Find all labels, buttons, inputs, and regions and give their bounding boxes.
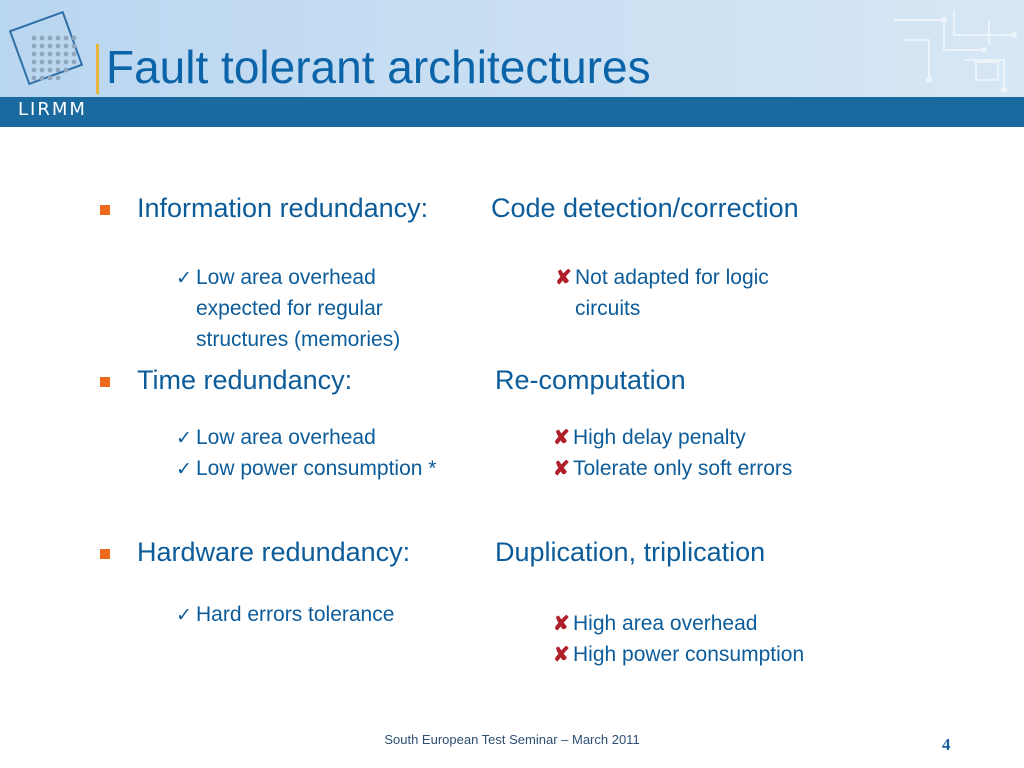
cross-icon: ✘ (553, 644, 570, 666)
section-detail: Code detection/correction (491, 193, 799, 223)
cross-icon: ✘ (553, 613, 570, 635)
square-bullet-icon (100, 549, 110, 559)
page-number: 4 (942, 735, 951, 754)
con-item: ✘High delay penalty (553, 422, 746, 454)
header-banner (0, 0, 1024, 97)
square-bullet-icon (100, 205, 110, 215)
circuit-board-decoration-icon (894, 10, 1017, 93)
cross-icon: ✘ (553, 458, 570, 480)
pro-item: ✓Low power consumption * (176, 453, 436, 485)
section-detail: Re-computation (495, 365, 686, 395)
pro-item: ✓Low area overhead (176, 422, 376, 454)
cross-icon: ✘ (555, 267, 572, 289)
title-accent-bar (96, 44, 99, 94)
pro-item: ✓Low area overhead (176, 262, 376, 294)
checkmark-icon: ✓ (176, 605, 192, 626)
checkmark-icon: ✓ (176, 268, 192, 289)
square-bullet-icon (100, 377, 110, 387)
footer-text: South European Test Seminar – March 2011 (384, 732, 640, 747)
section-heading: Hardware redundancy: (137, 537, 411, 567)
pro-item: ✓Hard errors tolerance (176, 599, 394, 631)
pro-item-continuation: structures (memories) (196, 328, 401, 351)
checkmark-icon: ✓ (176, 459, 192, 480)
con-item-continuation: circuits (575, 297, 641, 320)
con-item: ✘High area overhead (553, 608, 757, 640)
section-detail: Duplication, triplication (495, 537, 766, 567)
cross-icon: ✘ (553, 427, 570, 449)
con-item: ✘Not adapted for logic (555, 262, 769, 294)
logo-text: LIRMM (18, 99, 87, 120)
con-item: ✘High power consumption (553, 639, 804, 671)
section-heading: Information redundancy: (137, 193, 429, 223)
lirmm-logo-icon (8, 10, 84, 86)
slide-title: Fault tolerant architectures (106, 41, 651, 93)
pro-item-continuation: expected for regular (196, 297, 383, 320)
con-item: ✘Tolerate only soft errors (553, 453, 792, 485)
section-heading: Time redundancy: (137, 365, 353, 395)
header-band (0, 97, 1024, 127)
checkmark-icon: ✓ (176, 428, 192, 449)
